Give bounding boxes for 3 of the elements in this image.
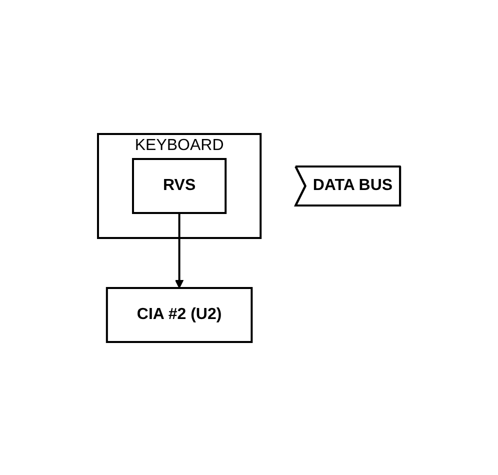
node-box: RVS <box>132 158 227 214</box>
node-box: CIA #2 (U2) <box>106 286 253 342</box>
arrow <box>174 212 184 288</box>
